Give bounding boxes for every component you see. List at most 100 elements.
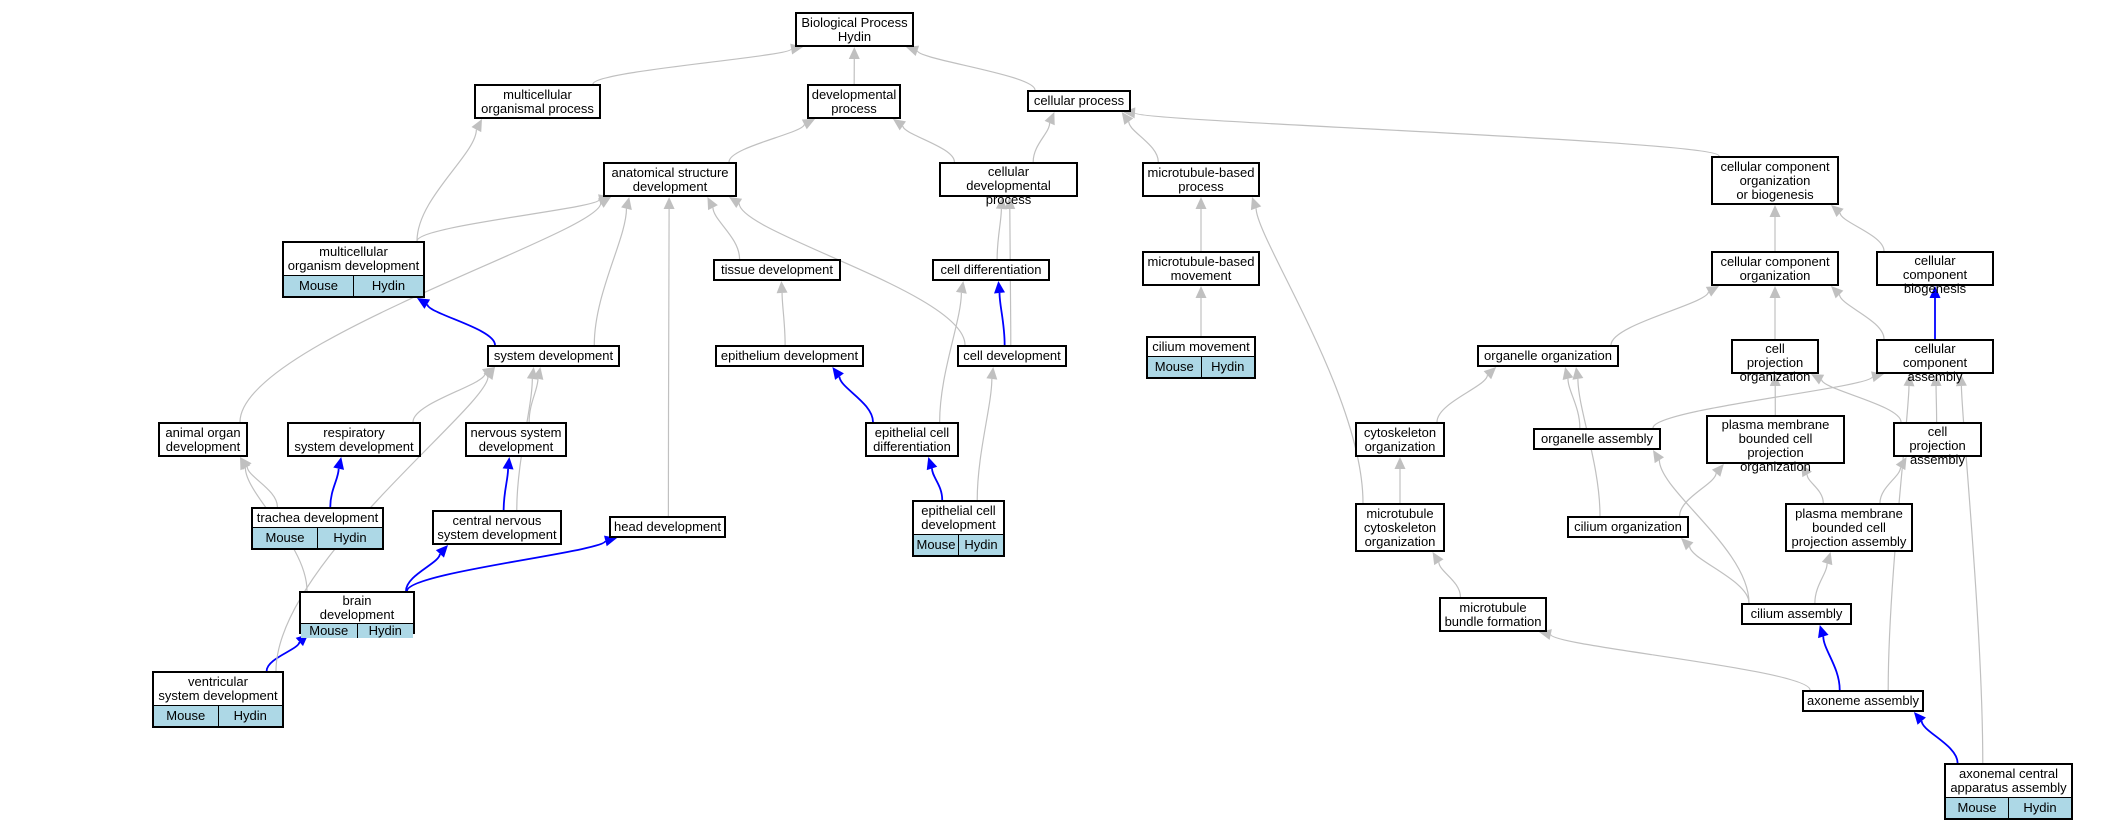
edge-ecdev-to-ecd-arrowhead: [926, 457, 938, 471]
node-animal-organ-development[interactable]: animal organ development: [158, 422, 248, 457]
edge-cdp-to-cp-arrowhead: [1044, 112, 1055, 126]
edge-ed-to-td-arrowhead: [776, 281, 788, 294]
node-cellular-component-biogenesis[interactable]: cellular component biogenesis: [1876, 251, 1994, 296]
node-label: multicellular organism development: [287, 244, 420, 273]
edge-asd-to-dp-arrowhead: [801, 119, 815, 130]
node-cellular-component-organization[interactable]: cellular component organization: [1711, 251, 1839, 286]
node-label: central nervous system development: [437, 512, 557, 542]
node-label: nervous system development: [470, 424, 562, 454]
node-label: cellular component biogenesis: [1902, 253, 1968, 296]
node-nervous-system-development[interactable]: nervous system development: [465, 422, 567, 457]
edge-oa-to-oo-arrowhead: [1562, 367, 1574, 380]
node-cellular-component-organization-or-biogenesis[interactable]: cellular component organization or bioge…: [1711, 156, 1839, 205]
node-axoneme-assembly[interactable]: axoneme assembly: [1802, 690, 1924, 712]
edge-cpo-to-cco-arrowhead: [1769, 286, 1781, 298]
edge-cila-to-pmbcpa: [1814, 563, 1828, 604]
node-cilium-organization[interactable]: cilium organization: [1567, 516, 1689, 538]
node-developmental-process[interactable]: developmental process: [807, 84, 901, 119]
node-label: microtubule bundle formation: [1444, 599, 1542, 629]
node-cell-projection-assembly[interactable]: cell projection assembly: [1893, 422, 1982, 467]
edge-vsd-to-bd: [265, 641, 301, 672]
node-cell-development[interactable]: cell development: [957, 345, 1067, 367]
edge-oa-to-cca: [1652, 376, 1873, 429]
edge-cco-to-ccob-arrowhead: [1769, 205, 1781, 217]
node-head-development[interactable]: head development: [609, 516, 726, 538]
node-label: trachea development: [256, 510, 379, 525]
node-cytoskeleton-organization[interactable]: cytoskeleton organization: [1355, 422, 1445, 457]
annotation-tag-hydin: Hydin: [317, 528, 382, 548]
edge-cilo-to-pmbcpo-arrowhead: [1711, 464, 1724, 477]
annotation-tag-mouse: Mouse: [298, 278, 339, 293]
node-microtubule-bundle-formation[interactable]: microtubule bundle formation: [1439, 597, 1547, 632]
node-multicellular-organismal-process[interactable]: multicellular organismal process: [474, 84, 601, 119]
node-organelle-organization[interactable]: organelle organization: [1477, 345, 1619, 367]
node-plasma-membrane-bounded-cell-projection-organization[interactable]: plasma membrane bounded cell projection …: [1706, 415, 1845, 474]
node-label: epithelial cell development: [921, 503, 996, 532]
node-organelle-assembly[interactable]: organelle assembly: [1533, 428, 1661, 450]
node-microtubule-based-process[interactable]: microtubule-based process: [1142, 162, 1260, 197]
node-label: cellular process: [1033, 93, 1125, 108]
edge-mco-to-mbp-arrowhead: [1250, 197, 1262, 211]
edge-cd-to-asd: [738, 203, 966, 346]
node-plasma-membrane-bounded-cell-projection-assembly[interactable]: plasma membrane bounded cell projection …: [1785, 503, 1913, 552]
edge-cnsd-to-sd-arrowhead: [526, 367, 538, 380]
node-system-development[interactable]: system development: [487, 345, 620, 367]
node-respiratory-system-development[interactable]: respiratory system development: [287, 422, 421, 457]
node-biological-process-hydin[interactable]: Biological Process Hydin: [795, 12, 914, 47]
annotation-tag-mouse: Mouse: [1957, 800, 1997, 815]
node-label: cellular component organization or bioge…: [1720, 158, 1830, 202]
edge-cila-to-oa-arrowhead: [1653, 450, 1665, 464]
node-label: cytoskeleton organization: [1363, 424, 1437, 454]
node-cellular-component-assembly[interactable]: cellular component assembly: [1876, 339, 1994, 384]
edge-trd-to-aod: [246, 466, 279, 508]
edge-cca-to-ccb-arrowhead: [1929, 286, 1941, 298]
edge-bd-to-hd: [406, 540, 607, 592]
node-label: cell differentiation: [940, 262, 1042, 277]
node-label: cilium movement: [1152, 339, 1250, 354]
edge-axa-to-cila-arrowhead: [1818, 625, 1829, 639]
node-label: system development: [493, 348, 614, 363]
node-label: developmental process: [811, 86, 897, 116]
node-cell-differentiation[interactable]: cell differentiation: [932, 259, 1050, 281]
edge-cpa-to-cpo-arrowhead: [1811, 374, 1825, 385]
node-epithelium-development[interactable]: epithelium development: [715, 345, 864, 367]
node-microtubule-cytoskeleton-organization[interactable]: microtubule cytoskeleton organization: [1355, 503, 1445, 552]
edge-axa-to-mbf: [1550, 633, 1811, 691]
edge-ecd-to-cdiff: [939, 292, 962, 423]
node-central-nervous-system-development[interactable]: central nervous system development: [432, 510, 562, 545]
node-microtubule-based-movement[interactable]: microtubule-based movement: [1142, 251, 1260, 286]
node-anatomical-structure-development[interactable]: anatomical structure development: [603, 162, 737, 197]
node-cellular-process[interactable]: cellular process: [1027, 90, 1131, 112]
node-label: axonemal central apparatus assembly: [1950, 766, 2067, 795]
node-cilium-assembly[interactable]: cilium assembly: [1741, 603, 1852, 625]
node-cell-projection-organization[interactable]: cell projection organization: [1731, 339, 1819, 384]
node-epithelial-cell-differentiation[interactable]: epithelial cell differentiation: [865, 422, 959, 457]
node-label: animal organ development: [165, 424, 241, 454]
edge-cd-to-cdiff-arrowhead: [994, 281, 1005, 294]
node-label: respiratory system development: [294, 424, 414, 454]
edge-sd-to-asd-arrowhead: [621, 197, 632, 210]
node-label: multicellular organismal process: [481, 86, 594, 116]
edge-cd-to-asd-arrowhead: [729, 197, 743, 209]
edge-td-to-asd-arrowhead: [707, 197, 718, 211]
edge-acaa-to-cca: [1960, 385, 1984, 764]
edge-cp-to-bp-arrowhead: [906, 45, 920, 57]
node-tissue-development[interactable]: tissue development: [713, 259, 841, 281]
edge-ecdev-to-ecd: [931, 468, 944, 501]
edge-mop-to-bp: [592, 48, 792, 85]
node-label: cell projection organization: [1739, 341, 1811, 384]
node-label: head development: [614, 519, 721, 534]
node-cellular-developmental-process[interactable]: cellular developmental process: [939, 162, 1078, 207]
edge-bd-to-hd-arrowhead: [604, 535, 617, 547]
edge-pmbcpa-to-cpa-arrowhead: [1895, 457, 1907, 471]
